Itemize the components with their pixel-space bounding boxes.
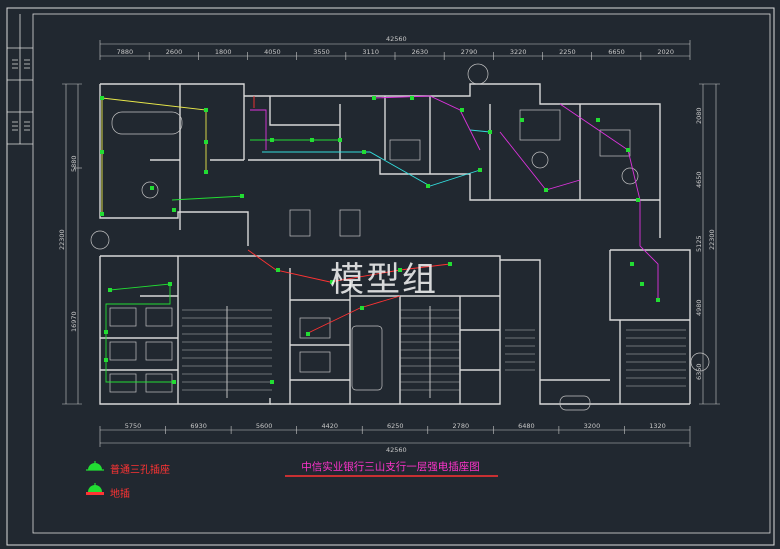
dimension-label: 6250 [387,422,404,430]
dimension-label: 4420 [321,422,338,430]
legend-label-floor-socket: 地插 [110,489,130,500]
legend-socket-symbol [86,461,104,471]
dimension-label: 2630 [412,48,429,56]
dimension-label: 5880 [70,155,78,172]
right-segment-dimensions: 2080 4650 5125 4980 6350 [695,107,703,380]
building-walls [99,83,691,405]
circuit-magenta [250,95,659,300]
dimension-label: 6930 [190,422,207,430]
dimension-label: 5600 [256,422,273,430]
top-segment-dimensions: 7880 2600 1800 4050 3550 3110 2630 2790 3220 2250… [117,48,674,60]
left-segment-dimensions: 5880 16970 [70,155,78,332]
legend-label-socket: 普通三孔插座 [110,465,170,476]
dimension-label: 2020 [657,48,674,56]
dimension-label: 2780 [453,422,470,430]
dimension-label: 2250 [559,48,576,56]
dimension-label: 3220 [510,48,527,56]
dimension-label: 2790 [461,48,478,56]
watermark: 模型组 [330,260,438,300]
bottom-total-dimension: 42560 [386,446,407,454]
dimension-label: 1800 [215,48,232,56]
dimension-label: 5125 [695,235,703,252]
sheet-outer-border [6,7,775,546]
top-total-dimension: 42560 [386,35,407,43]
circuit-green [105,139,340,383]
dimension-label: 4980 [695,299,703,316]
dimension-label: 6350 [695,363,703,380]
title-block-strip [7,14,33,145]
dimension-label: 4050 [264,48,281,56]
circuit-cyan [262,129,491,187]
dimension-label: 4650 [695,171,703,188]
furniture [90,63,710,411]
drawing-title: 中信实业银行三山支行一层强电插座图 [301,461,480,473]
dimension-label: 3110 [362,48,379,56]
dimension-label: 3200 [584,422,601,430]
bottom-dimension-chain [99,426,691,447]
sheet-inner-border [32,13,771,534]
right-dimension-chain [699,83,720,405]
dimension-label: 5750 [125,422,142,430]
socket-markers [100,96,660,384]
right-total-dimension: 22300 [708,229,716,250]
dimension-label: 2080 [695,107,703,124]
stair-hatching [182,306,686,398]
dimension-label: 6650 [608,48,625,56]
dimension-label: 16970 [70,311,78,332]
dimension-label: 3550 [313,48,330,56]
dimension-label: 7880 [117,48,134,56]
left-dimension-chain [62,83,82,405]
dimension-label: 2600 [166,48,183,56]
left-total-dimension: 22300 [58,229,66,250]
bottom-segment-dimensions: 5750 6930 5600 4420 6250 2780 6480 3200 1320 [125,422,666,434]
legend-floor-socket-symbol [86,483,104,495]
dimension-label: 1320 [649,422,666,430]
dimension-label: 6480 [518,422,535,430]
